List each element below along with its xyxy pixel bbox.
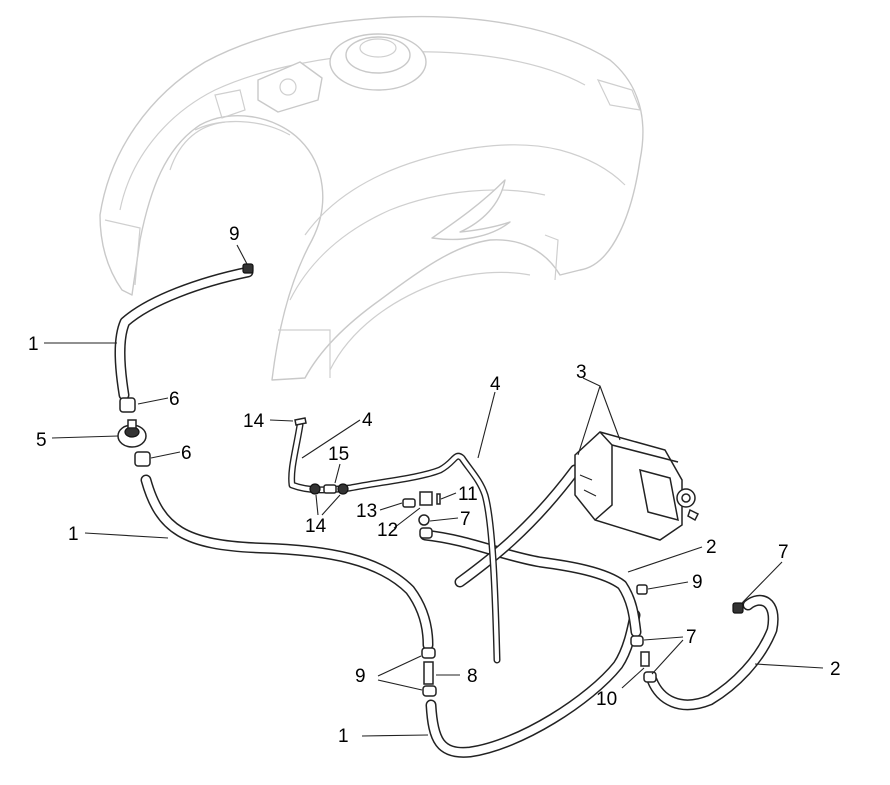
callout-1-lower: 1: [338, 726, 349, 747]
callout-14-bottom: 14: [305, 516, 327, 537]
callout-1-upper: 1: [28, 334, 39, 355]
callout-3: 3: [576, 362, 587, 383]
callout-9-lower: 9: [355, 666, 366, 687]
leader-lines: [44, 244, 824, 737]
callout-7-center: 7: [460, 509, 471, 530]
callout-10: 10: [596, 689, 617, 710]
callout-6-lower: 6: [181, 443, 192, 464]
callout-9-top: 9: [229, 224, 240, 245]
callout-13: 13: [356, 501, 377, 522]
callout-2-upper: 2: [706, 537, 717, 558]
callout-14-top: 14: [243, 411, 265, 432]
callout-2-lower: 2: [830, 659, 841, 680]
callout-4-right: 4: [490, 374, 501, 395]
callout-4-left: 4: [362, 410, 373, 431]
callout-5: 5: [36, 430, 47, 451]
hoses: [114, 266, 779, 758]
callout-15: 15: [328, 444, 349, 465]
callout-8: 8: [467, 666, 478, 687]
callout-9-right: 9: [692, 572, 703, 593]
callout-labels: 1 9 6 5 6 1 14 4 15 14 4 3 13 11 12 7 2 …: [28, 224, 841, 747]
callout-7-far-right: 7: [778, 542, 789, 563]
callout-12: 12: [377, 520, 398, 541]
evaporative-canister: [574, 431, 700, 541]
fittings: [117, 263, 744, 697]
callout-6-upper: 6: [169, 389, 180, 410]
callout-11: 11: [458, 484, 478, 505]
callout-1-middle: 1: [68, 524, 79, 545]
fuel-tank-outline: [99, 15, 644, 381]
callout-7-lower-right: 7: [686, 627, 697, 648]
